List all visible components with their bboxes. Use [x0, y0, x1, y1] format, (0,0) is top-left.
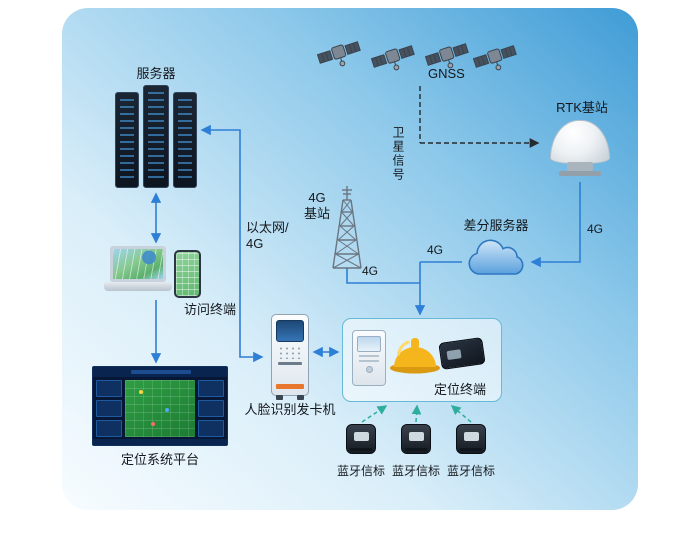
helmet-icon: [388, 334, 442, 381]
bluetooth-beacon-icon: [401, 424, 431, 454]
server-rack-icon: [114, 84, 198, 188]
face-machine-label: 人脸识别发卡机: [244, 402, 336, 417]
rtk-label: RTK基站: [556, 100, 608, 115]
tower-label-line2: 基站: [303, 206, 330, 222]
edge-label-rtk-4g: 4G: [587, 222, 604, 236]
phone-icon: [174, 250, 201, 298]
server-tower: [115, 92, 139, 188]
satellite-signal-label: 卫星信号: [391, 126, 405, 182]
face-machine-icon: [271, 314, 309, 400]
beacon-base: [460, 448, 482, 451]
rtk-dome-plate: [559, 171, 601, 176]
map-dot: [139, 390, 143, 394]
dashboard-left-panel: [96, 380, 122, 437]
card-reader-line: [359, 355, 379, 357]
card-reader-icon: [352, 330, 386, 386]
rtk-dome-base: [567, 162, 593, 171]
beacon-label: 蓝牙信标: [391, 464, 440, 478]
dashboard-widget: [198, 400, 224, 417]
beacon-label: 蓝牙信标: [446, 464, 495, 478]
satellite-icon: [424, 38, 470, 77]
access-terminal-label: 访问终端: [183, 302, 236, 317]
dashboard-title-bar: [131, 370, 191, 374]
edge-label-cloud-4g: 4G: [427, 243, 444, 257]
ethernet-label: 以太网/ 4G: [246, 220, 289, 253]
bluetooth-beacon-icon: [346, 424, 376, 454]
diff-server-label: 差分服务器: [463, 218, 529, 233]
dashboard-widget: [96, 380, 122, 397]
map-dot: [151, 422, 155, 426]
server-label: 服务器: [136, 66, 176, 81]
satellite-icon: [370, 40, 416, 79]
platform-dashboard-image: [92, 366, 228, 446]
kiosk-foot: [297, 395, 304, 400]
dashboard-footer: [93, 439, 227, 445]
server-lights: [178, 99, 192, 179]
gnss-label: GNSS: [428, 66, 465, 81]
server-lights: [148, 92, 164, 179]
platform-label: 定位系统平台: [120, 452, 199, 467]
satellite-icon: [316, 36, 362, 75]
tower-label: 4G 基站: [299, 190, 335, 223]
cloud-icon: [462, 236, 528, 287]
ethernet-label-line2: 4G: [246, 236, 264, 252]
laptop-icon: [110, 246, 166, 282]
kiosk-keypad: [278, 346, 302, 359]
dashboard-widget: [96, 420, 122, 437]
dashboard-header: [93, 367, 227, 377]
beacon-screen: [463, 432, 479, 441]
dashboard-widget: [96, 400, 122, 417]
server-tower: [143, 85, 169, 188]
card-reader-line: [359, 360, 379, 362]
dashboard-map: [125, 380, 195, 437]
badge-screen: [446, 349, 462, 361]
beacon-screen: [408, 432, 424, 441]
cell-tower-icon: [322, 184, 372, 275]
kiosk-stripe: [276, 384, 304, 389]
beacon-base: [350, 448, 372, 451]
rtk-dome-icon: [548, 120, 612, 176]
kiosk-foot: [276, 395, 283, 400]
edge-label-tower-4g: 4G: [362, 264, 379, 278]
tower-label-line1: 4G: [308, 190, 326, 205]
card-reader-screen: [357, 336, 381, 352]
server-lights: [120, 99, 134, 179]
beacon-base: [405, 448, 427, 451]
satellite-icon: [472, 40, 518, 79]
terminal-box-label: 定位终端: [433, 382, 486, 397]
ethernet-label-line1: 以太网/: [246, 220, 289, 235]
server-tower: [173, 92, 197, 188]
map-dot: [165, 408, 169, 412]
dashboard-widget: [198, 380, 224, 397]
kiosk-card-slot: [278, 362, 302, 365]
card-reader-button: [365, 366, 373, 373]
kiosk-screen: [276, 320, 304, 342]
laptop-base: [104, 282, 172, 291]
dashboard-right-panel: [198, 380, 224, 437]
beacon-label: 蓝牙信标: [336, 464, 385, 478]
dashboard-widget: [198, 420, 224, 437]
rtk-dome-top: [550, 120, 610, 164]
bluetooth-beacon-icon: [456, 424, 486, 454]
beacon-screen: [353, 432, 369, 441]
